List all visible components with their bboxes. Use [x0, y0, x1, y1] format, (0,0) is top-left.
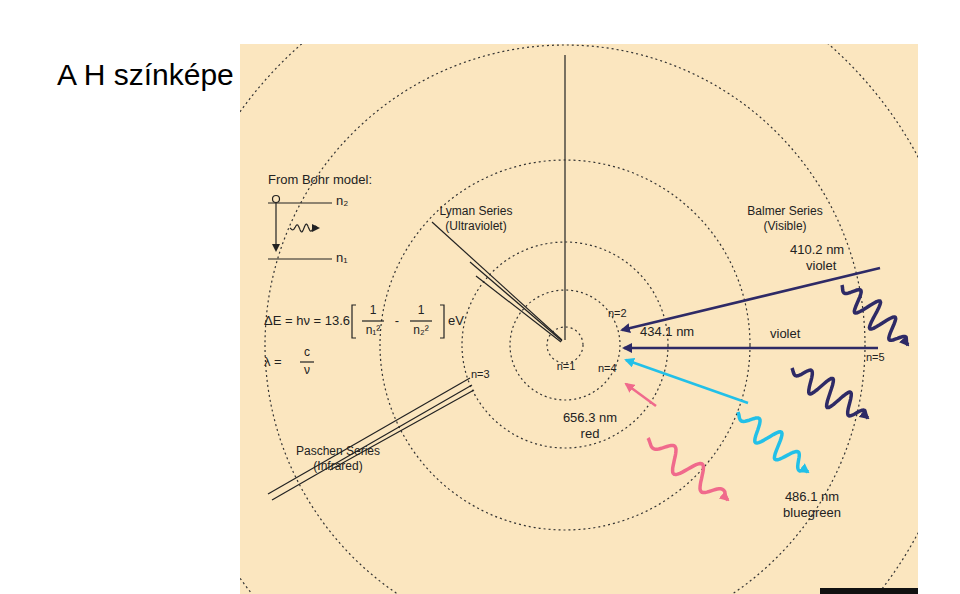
level-label: n=3 [471, 368, 490, 381]
series-name: Lyman Series [440, 205, 513, 219]
photon-wave [842, 285, 908, 345]
slide-title: A H színképe [57, 58, 234, 93]
formula-text: ν [304, 364, 310, 378]
photon-wave [738, 412, 808, 472]
lyman-lines [432, 55, 565, 342]
wavelength: 410.2 nm [790, 243, 844, 258]
level-label: n=1 [557, 360, 576, 373]
series-name: (Infrared) [313, 460, 362, 474]
edge-strip [820, 588, 918, 594]
wavelength: 434.1 nm [640, 325, 694, 340]
level-name: n₂ [336, 194, 348, 209]
color-name: violet [770, 327, 800, 342]
photon-wave [648, 438, 728, 500]
level-label: n=2 [608, 307, 627, 320]
bohr-level-sketch [268, 196, 332, 260]
color-name: red [581, 427, 600, 442]
color-name: violet [806, 259, 836, 274]
photon-wave [290, 224, 318, 232]
level-label: n=4 [598, 362, 617, 375]
formula-text: c [304, 346, 310, 360]
formula-text: n₂² [413, 324, 428, 338]
formula-text: 1 [418, 304, 425, 318]
orbit-circles [240, 44, 918, 594]
level-label: n=5 [866, 351, 885, 364]
wavelength: 656.3 nm [563, 411, 617, 426]
formula-text: ΔE = hν = 13.6 [264, 314, 350, 329]
formula-text: 1 [370, 304, 377, 318]
photon-waves [290, 224, 908, 500]
photon-wave [792, 368, 868, 418]
formula-text: λ = [264, 355, 282, 370]
series-name: (Ultraviolet) [445, 220, 506, 234]
series-name: Balmer Series [747, 205, 822, 219]
color-name: bluegreen [783, 506, 841, 521]
formula-text: eV [448, 314, 464, 329]
formula-text: - [395, 314, 399, 329]
series-name: (Visible) [763, 220, 806, 234]
paschen-lines [268, 378, 474, 500]
panel-ground [240, 44, 918, 594]
level-name: n₁ [336, 251, 348, 266]
model-heading: From Bohr model: [268, 173, 372, 188]
formula-text: n₁² [366, 324, 381, 338]
wavelength: 486.1 nm [785, 490, 839, 505]
series-name: Paschen Series [296, 445, 380, 459]
